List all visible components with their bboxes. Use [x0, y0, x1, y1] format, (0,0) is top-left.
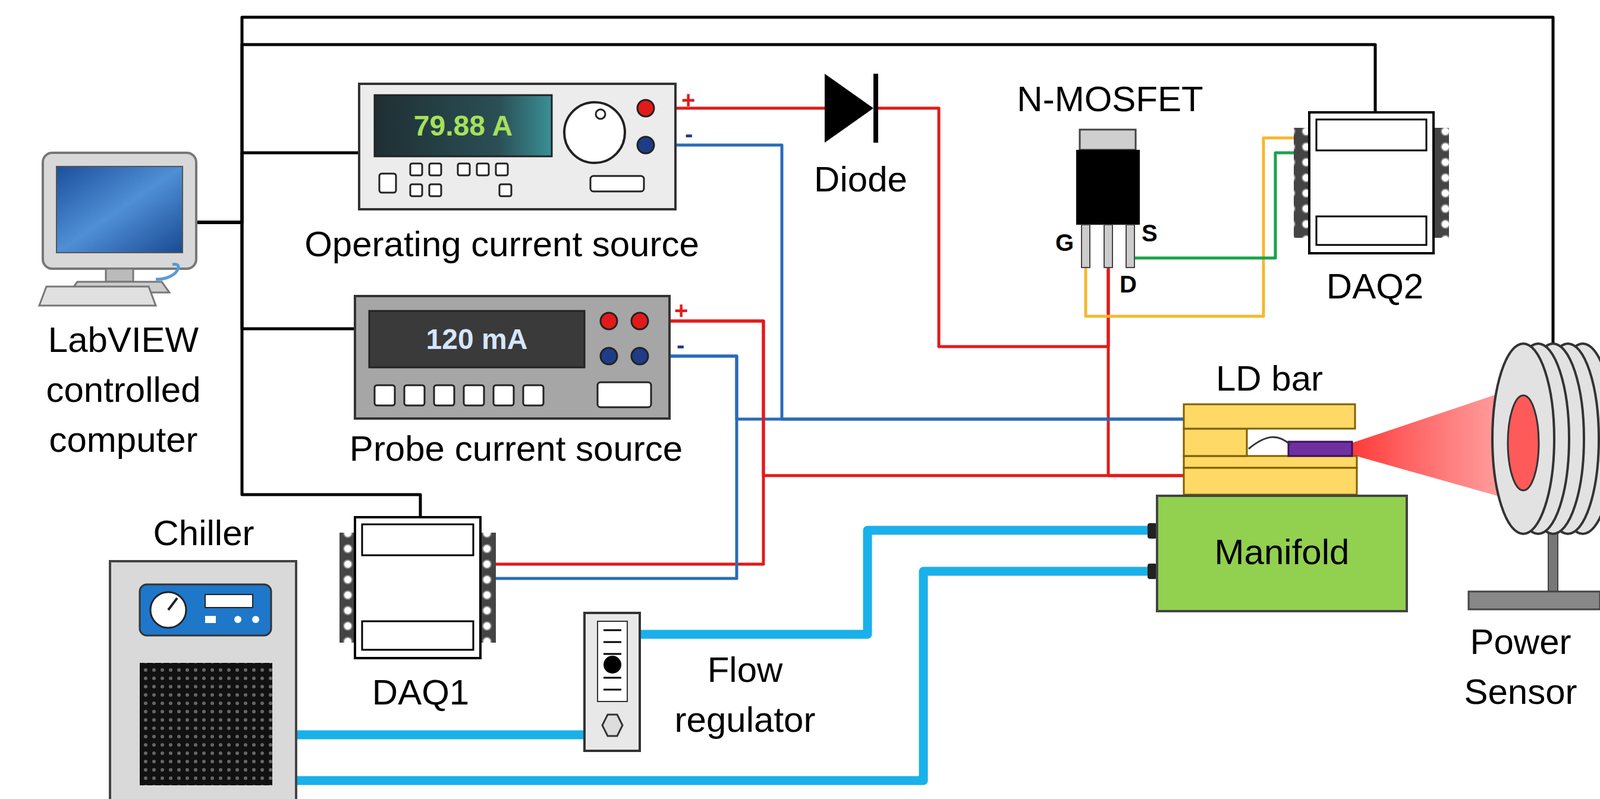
equipment-node: Flow regulator [579, 609, 842, 756]
daq-module [339, 517, 496, 659]
node-label: Flow regulator [655, 645, 835, 746]
equipment-node: DAQ2 [1290, 109, 1460, 314]
terminal-polarity: - [676, 332, 685, 357]
node-label: DAQ2 [1290, 261, 1460, 312]
daq-module [1293, 112, 1449, 254]
node-label: Operating current source [255, 219, 749, 270]
node-label: DAQ1 [335, 667, 506, 718]
pin-name: D [1119, 272, 1137, 297]
equipment-node: N-MOSFET [1008, 71, 1212, 125]
terminal-polarity: - [684, 121, 693, 146]
display-reading: 79.88 A [374, 95, 552, 157]
equipment-node: 79.88 A Operating current source [255, 83, 749, 275]
signal-wire [645, 145, 1184, 420]
signal-wire [878, 108, 1109, 347]
equipment-node: Chiller [107, 508, 301, 561]
process-box: Manifold [1155, 494, 1408, 613]
equipment-node: Power Sensor [1444, 332, 1597, 720]
terminal-polarity: + [681, 87, 696, 112]
power-sensor-head [1468, 343, 1600, 610]
current-source-instrument [354, 296, 670, 419]
pin-name: S [1141, 221, 1158, 245]
laser-diode-bar [1183, 386, 1521, 503]
pin-name: G [1055, 230, 1074, 255]
coolant-pipe [296, 730, 585, 740]
equipment-node: Diode [796, 65, 925, 207]
equipment-node: LD bar [1180, 353, 1359, 407]
node-label: Probe current source [269, 423, 763, 474]
signal-wire [196, 44, 1376, 223]
node-label: LD bar [1180, 353, 1359, 404]
diode-symbol [824, 73, 879, 143]
equipment-node: 120 mA Probe current source [269, 296, 763, 475]
signal-wire [639, 356, 1184, 420]
signal-wire [1130, 152, 1294, 259]
equipment-node: LabVIEW controlled computer [23, 148, 223, 470]
node-label: Chiller [107, 508, 301, 559]
chiller-unit [109, 561, 297, 799]
signal-wire [196, 152, 360, 223]
signal-wire [1108, 267, 1184, 476]
display-reading: 120 mA [369, 310, 585, 368]
flow-meter [584, 613, 640, 751]
node-label: N-MOSFET [1008, 74, 1212, 125]
terminal-polarity: + [674, 298, 688, 323]
node-label: Manifold [1155, 527, 1408, 578]
node-label: Power Sensor [1444, 617, 1597, 718]
current-source-instrument [359, 83, 676, 210]
signal-wire [639, 321, 1184, 476]
equipment-node: DAQ1 [335, 514, 506, 720]
mosfet-package [1076, 129, 1140, 268]
coolant-pipe [639, 530, 1148, 635]
computer-icon [39, 152, 197, 306]
node-label: Diode [796, 154, 925, 205]
node-label: LabVIEW controlled computer [23, 315, 223, 465]
